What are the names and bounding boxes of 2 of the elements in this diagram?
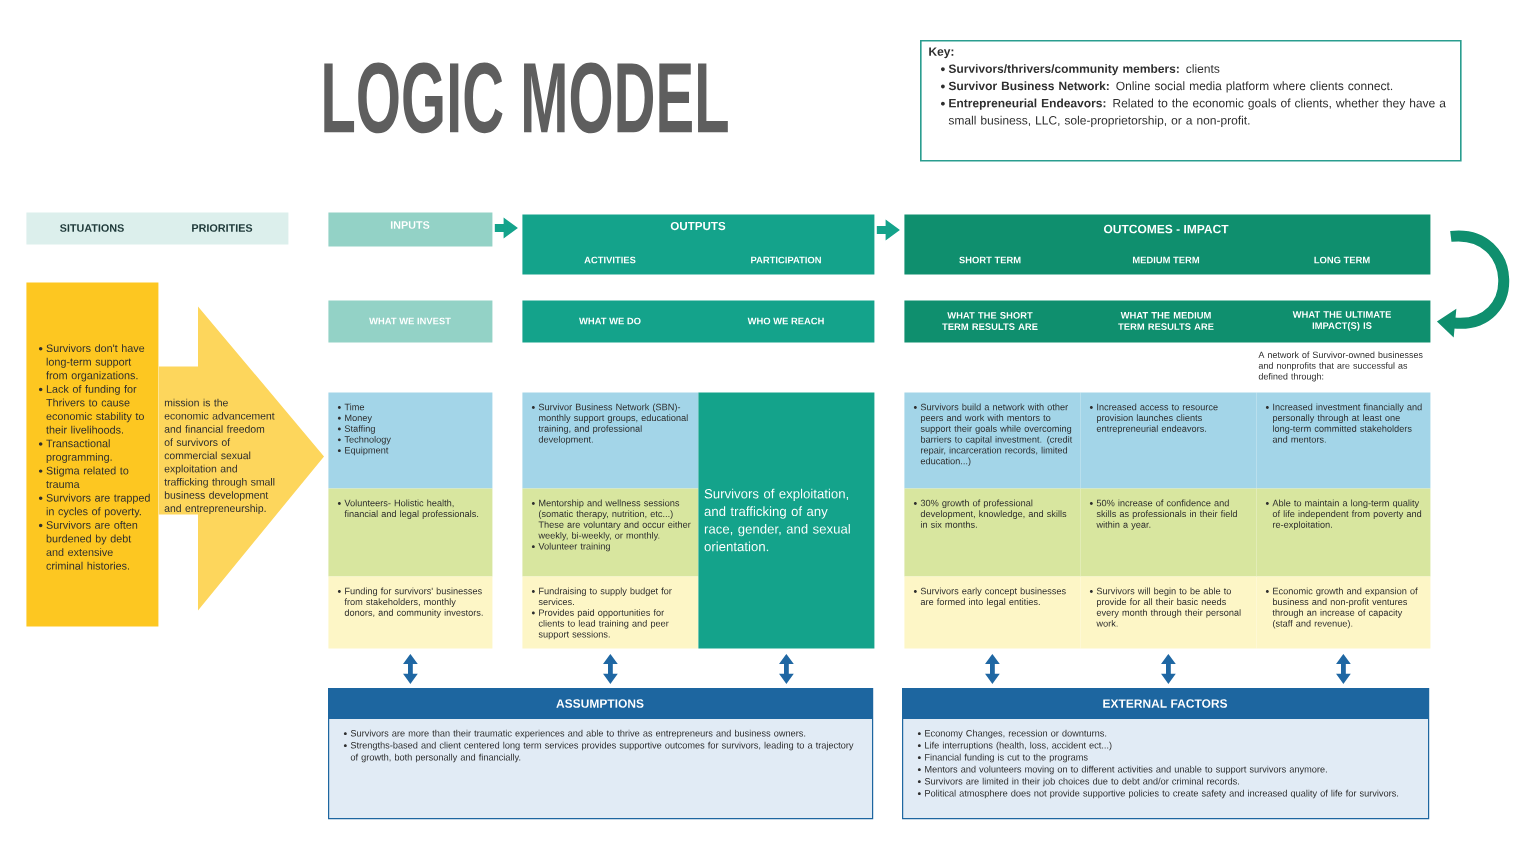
block-arrow [158, 306, 324, 611]
title: LOGIC MODEL [324, 62, 728, 134]
